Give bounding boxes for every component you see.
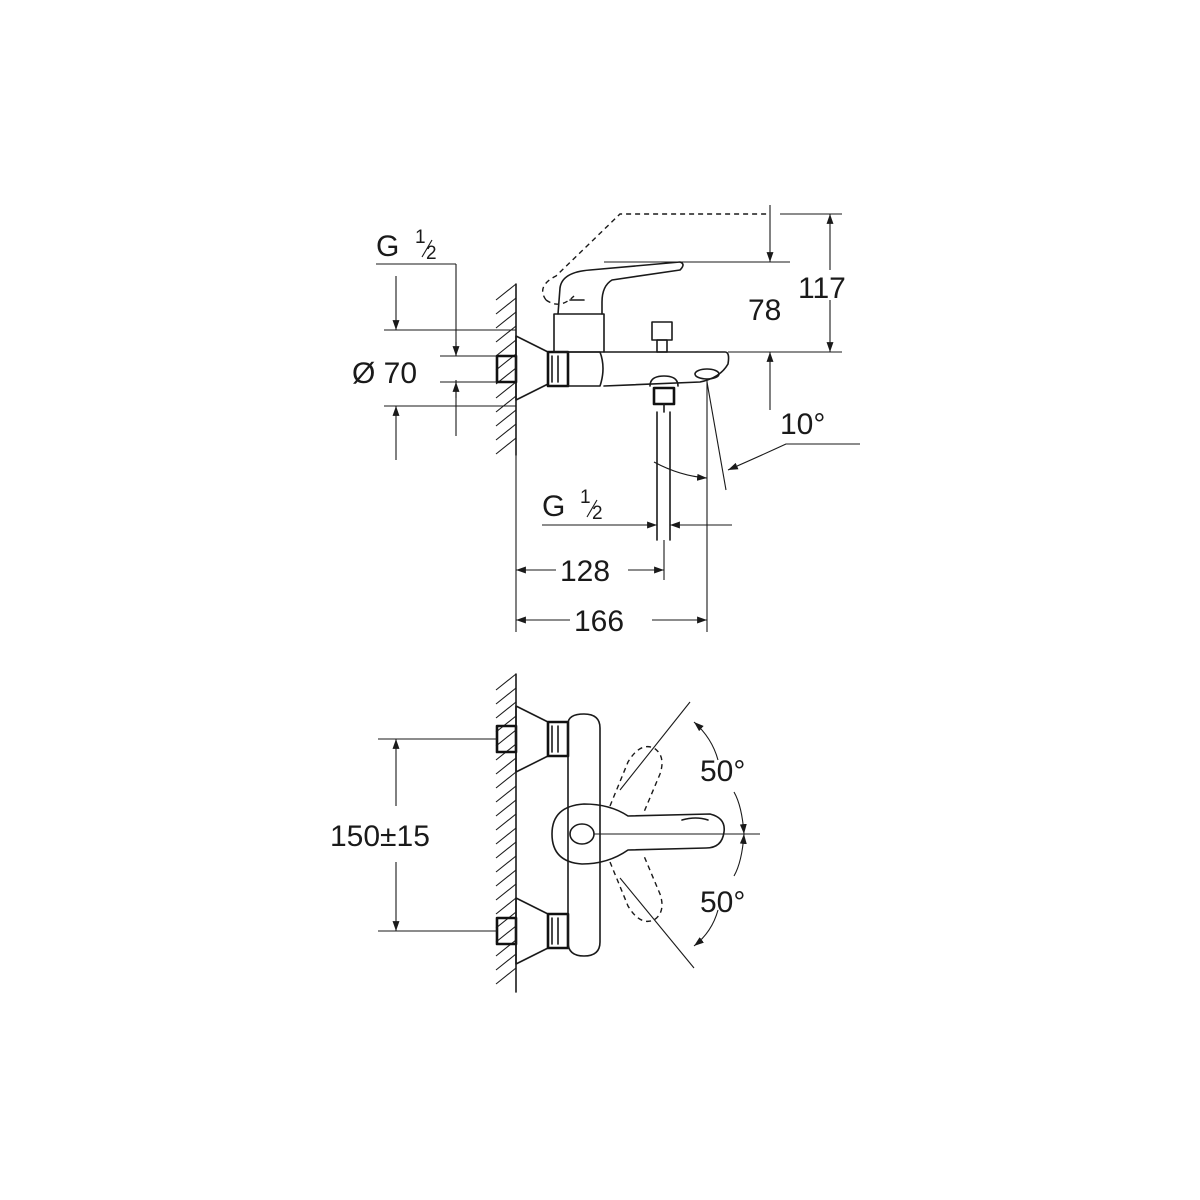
inlet-thread-num: 1 [415,227,426,248]
width-166-dimension: 166 [516,605,707,638]
angle-10-dimension: 10° [653,380,860,632]
outlet-thread-num: 1 [580,487,591,508]
lever-handle-top [551,745,726,923]
angle-50-up-label: 50° [700,755,745,788]
angle-10-label: 10° [780,408,825,441]
diameter-label: Ø 70 [352,357,417,390]
angle-50-down-label: 50° [700,886,745,919]
wall-side [495,283,517,456]
side-view: G 1 2 Ø 70 78 117 [352,205,860,638]
inlet-thread-g: G [376,230,399,263]
diameter-dimension: Ø 70 [352,276,516,460]
height-117-label: 117 [798,272,846,305]
lower-connection [495,897,570,965]
angle-50-dimensions: 50° 50° [594,701,760,969]
upper-connection [495,705,570,773]
inlet-thread-den: 2 [426,243,437,264]
inlet-thread-dimension: G 1 2 [376,227,497,436]
outlet-thread-den: 2 [592,503,603,524]
width-128-label: 128 [560,555,610,588]
width-128-dimension: 128 [515,455,665,632]
spacing-dimension: 150±15 [330,738,497,932]
outlet-thread-g: G [542,490,565,523]
height-dimensions: 78 117 [604,205,846,410]
height-78-label: 78 [748,294,781,327]
top-view: 50° 50° 150±15 [330,673,760,993]
width-166-label: 166 [574,605,624,638]
spacing-label: 150±15 [330,820,430,853]
faucet-side-body [495,213,770,541]
outlet-thread-dimension: G 1 2 [542,487,732,529]
mixer-body-top [567,713,601,957]
